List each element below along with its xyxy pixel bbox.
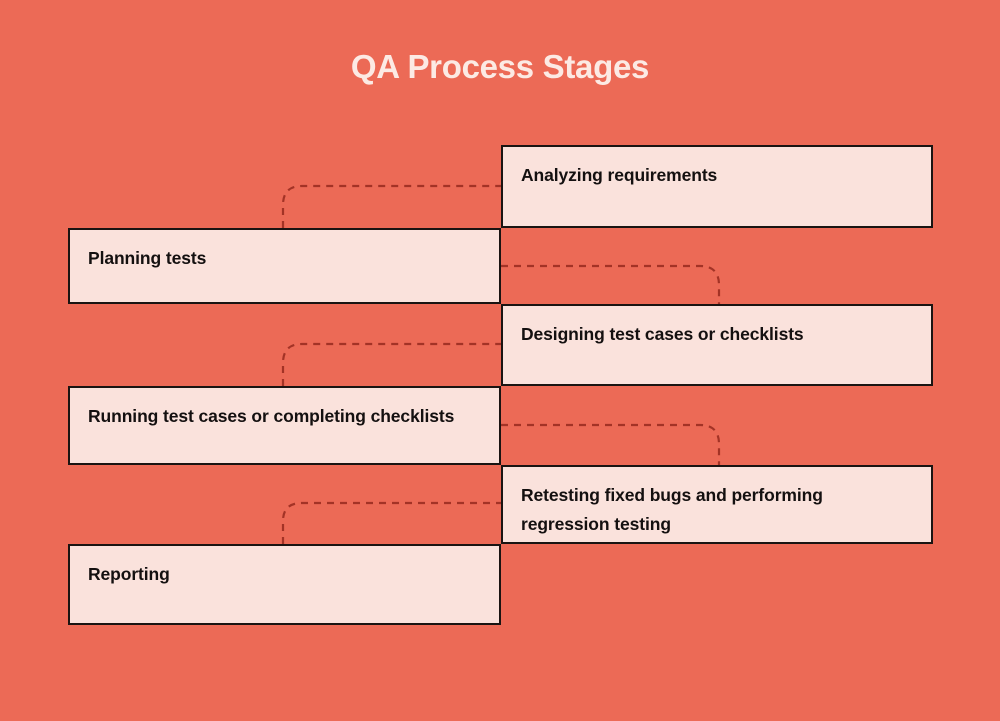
stage-label: Retesting fixed bugs and performing regr… <box>521 485 823 535</box>
stage-box-retesting-fixed-bugs[interactable]: Retesting fixed bugs and performing regr… <box>501 465 933 544</box>
stage-box-analyzing-requirements[interactable]: Analyzing requirements <box>501 145 933 228</box>
stage-box-running-test-cases[interactable]: Running test cases or completing checkli… <box>68 386 501 465</box>
stage-box-planning-tests[interactable]: Planning tests <box>68 228 501 304</box>
stage-box-designing-test-cases[interactable]: Designing test cases or checklists <box>501 304 933 386</box>
stage-label: Analyzing requirements <box>521 165 718 185</box>
connector-reporting-to-retesting <box>281 501 501 544</box>
connector-running-to-retesting <box>501 423 721 465</box>
stage-box-reporting[interactable]: Reporting <box>68 544 501 625</box>
connector-planning-to-analyzing <box>281 184 501 228</box>
stage-label: Designing test cases or checklists <box>521 324 804 344</box>
stage-label: Running test cases or completing checkli… <box>88 406 455 426</box>
stage-label: Planning tests <box>88 248 207 268</box>
connector-running-to-designing <box>281 342 501 386</box>
connector-planning-to-designing <box>501 264 721 304</box>
stage-label: Reporting <box>88 564 170 584</box>
page-title: QA Process Stages <box>350 48 650 85</box>
